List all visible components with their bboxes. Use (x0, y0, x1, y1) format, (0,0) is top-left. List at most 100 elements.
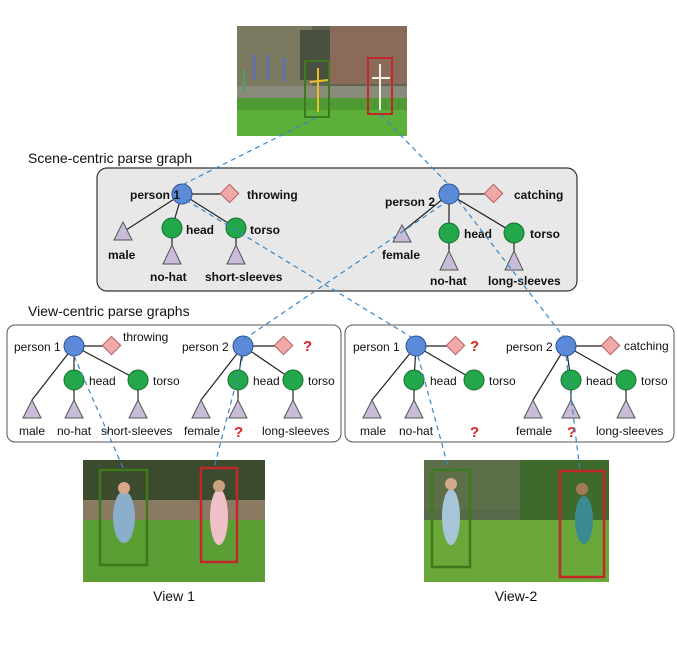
scene-person2-gender-label: female (382, 248, 420, 262)
view2-person1-head-attr-node (404, 398, 424, 419)
scene-person1-action-node (219, 183, 240, 204)
scene-person1-torso-attr-node (226, 243, 246, 265)
scene-person1-head-label: head (186, 223, 214, 237)
view1-person2-head-node (227, 369, 249, 391)
view1-person2-action-unknown: ? (303, 338, 312, 355)
view2-graph: person 1 male head torso no-hat person 2… (353, 335, 669, 441)
link-scene-photo-to-person2 (380, 114, 450, 186)
scene-person2-action-label: catching (514, 188, 563, 202)
view2-person2-action-node (600, 335, 621, 356)
view2-person1-torso-label: torso (489, 374, 516, 388)
scene-person1-gender-node (113, 220, 133, 241)
view1-person1-head-attr-label: no-hat (57, 424, 92, 438)
view1-person1-head-label: head (89, 374, 116, 388)
view1-person1-torso-attr-node (128, 398, 148, 419)
link-view1-person2-to-photo (213, 355, 244, 469)
view2-person1-head-node (403, 369, 425, 391)
view2-person1-box (430, 468, 472, 569)
view1-person1-gender-label: male (19, 424, 45, 438)
view2-person1-node (405, 335, 427, 357)
view1-person1-head-attr-node (64, 398, 84, 419)
scene-person2-action-node (483, 183, 504, 204)
scene-person2-label: person 2 (385, 195, 435, 209)
scene-person2-head-attr-label: no-hat (430, 274, 467, 288)
view2-person2-head-node (560, 369, 582, 391)
view2-person2-gender-label: female (516, 424, 552, 438)
link-person2-to-view1 (242, 199, 450, 341)
scene-person1-torso-attr-label: short-sleeves (205, 270, 283, 284)
scene-person1-torso-label: torso (250, 223, 280, 237)
view1-person1-gender-node (22, 398, 42, 419)
view1-person1-torso-attr-label: short-sleeves (101, 424, 172, 438)
view1-person1-torso-node (127, 369, 149, 391)
view2-person2-action-label: catching (624, 339, 669, 353)
scene-person1-label: person 1 (130, 188, 180, 202)
scene-person1-head-attr-node (162, 243, 182, 265)
view1-person1-head-node (63, 369, 85, 391)
view2-person2-label: person 2 (506, 340, 553, 354)
view2-caption: View-2 (495, 588, 538, 604)
view2-person1-head-attr-label: no-hat (399, 424, 434, 438)
link-scene-photo-to-person1 (181, 117, 317, 186)
scene-person2-gender-node (392, 223, 412, 243)
view2-person1-gender-label: male (360, 424, 386, 438)
scene-person2-torso-node (503, 222, 525, 244)
view1-graph: person 1 throwing male head torso no-hat… (14, 330, 335, 441)
link-view1-person1-to-photo (73, 355, 125, 471)
view1-person2-torso-node (282, 369, 304, 391)
view1-person2-action-node (273, 335, 294, 356)
view1-person2-gender-node (191, 398, 211, 419)
view1-person2-box (199, 466, 239, 564)
view1-photo (83, 460, 265, 582)
view2-person1-action-unknown: ? (470, 338, 479, 355)
view1-person2-label: person 2 (182, 340, 229, 354)
link-view2-person2-to-photo (565, 355, 581, 472)
view2-person1-head-label: head (430, 374, 457, 388)
view2-person1-gender-node (362, 398, 382, 419)
scene-person2-torso-label: torso (530, 227, 560, 241)
scene-person2-box (367, 57, 393, 115)
scene-person1-box (304, 60, 330, 118)
view2-person2-node (555, 335, 577, 357)
view2-photo (424, 460, 609, 582)
scene-centric-title: Scene-centric parse graph (28, 150, 192, 166)
view-centric-title: View-centric parse graphs (28, 303, 190, 319)
view2-person1-label: person 1 (353, 340, 400, 354)
scene-person2-head-label: head (464, 227, 492, 241)
scene-person1-gender-label: male (108, 248, 136, 262)
scene-person1-head-attr-label: no-hat (150, 270, 187, 284)
view2-person2-box (558, 469, 606, 579)
view1-person1-label: person 1 (14, 340, 61, 354)
correspondence-links (73, 114, 581, 472)
view1-person2-node (232, 335, 254, 357)
link-view2-person1-to-photo (417, 355, 450, 471)
view2-person2-head-label: head (586, 374, 613, 388)
view1-person2-head-attr-node (228, 398, 248, 419)
scene-person1-action-label: throwing (247, 188, 298, 202)
view1-person2-torso-label: torso (308, 374, 335, 388)
view2-person1-torso-node (463, 369, 485, 391)
view2-person2-torso-attr-label: long-sleeves (596, 424, 663, 438)
scene-person1-node (171, 183, 193, 205)
scene-person2-node (438, 183, 460, 205)
view2-person1-action-node (445, 335, 466, 356)
scene-person2-torso-attr-label: long-sleeves (488, 274, 561, 288)
scene-person2-head-attr-node (439, 249, 459, 271)
view2-person2-head-attr-unknown: ? (567, 424, 576, 441)
view1-caption: View 1 (153, 588, 195, 604)
view1-person1-action-label: throwing (123, 330, 168, 344)
view1-person2-torso-attr-node (283, 398, 303, 419)
view2-person2-head-attr-node (561, 398, 581, 419)
view1-person2-head-attr-unknown: ? (234, 424, 243, 441)
view2-panel (344, 324, 675, 443)
view1-person2-gender-label: female (184, 424, 220, 438)
scene-person2-torso-attr-node (504, 249, 524, 271)
scene-person1-head-node (161, 217, 183, 239)
view1-person2-torso-attr-label: long-sleeves (262, 424, 329, 438)
view2-person2-torso-attr-node (616, 398, 636, 419)
view2-person2-torso-node (615, 369, 637, 391)
view1-person1-action-node (101, 335, 122, 356)
view1-person1-box (98, 468, 149, 567)
scene-photo (237, 26, 407, 136)
